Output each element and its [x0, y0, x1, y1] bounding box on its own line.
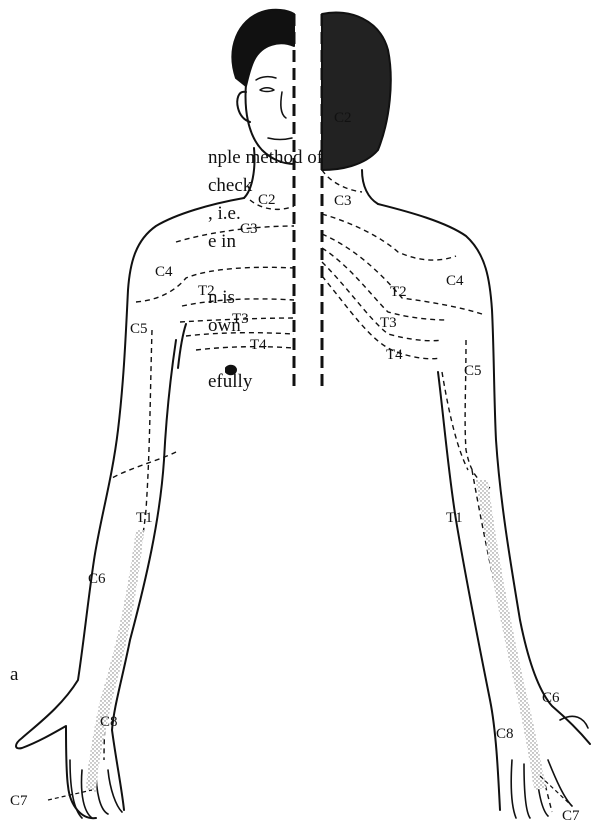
label-c4-right: C4 — [446, 273, 464, 289]
label-c6-left: C6 — [88, 571, 106, 587]
label-t3-back: T3 — [380, 315, 397, 331]
label-t4-back: T4 — [386, 347, 403, 363]
front-eye — [260, 88, 274, 92]
label-t3-front: T3 — [232, 311, 249, 327]
front-mouth — [268, 138, 292, 140]
c7-pointers — [48, 776, 572, 806]
front-face-outline — [246, 84, 294, 164]
label-c5-right: C5 — [464, 363, 482, 379]
front-hair — [232, 10, 294, 86]
label-c8-right: C8 — [496, 726, 514, 742]
back-dermatome-lines — [322, 170, 552, 812]
label-t1-right: T1 — [446, 510, 463, 526]
front-brow — [256, 77, 276, 80]
label-c7-left: C7 — [10, 793, 28, 809]
back-arm-outer — [378, 204, 590, 744]
front-figure — [16, 10, 294, 818]
front-axilla — [178, 324, 186, 368]
label-t4-front: T4 — [250, 337, 267, 353]
label-c2-head: C2 — [334, 110, 352, 126]
label-t2-back: T2 — [390, 284, 407, 300]
label-c2-neck: C2 — [258, 192, 276, 208]
label-c7-right: C7 — [562, 808, 580, 824]
label-c5-left: C5 — [130, 321, 148, 337]
label-t2-front: T2 — [198, 283, 215, 299]
back-c8-stipple — [476, 480, 546, 790]
label-c6-right: C6 — [542, 690, 560, 706]
label-c4-left: C4 — [155, 264, 173, 280]
label-c3-front: C3 — [240, 221, 258, 237]
back-arm-inner — [438, 372, 500, 810]
front-arm-inner — [112, 340, 176, 810]
front-nipple — [226, 366, 236, 374]
front-nose — [281, 92, 286, 118]
back-hair — [322, 13, 391, 171]
label-c8-left: C8 — [100, 714, 118, 730]
front-neck — [244, 148, 255, 198]
midline-dividers — [294, 14, 322, 390]
label-c3-back: C3 — [334, 193, 352, 209]
back-neck — [362, 170, 378, 204]
label-t1-left: T1 — [136, 510, 153, 526]
